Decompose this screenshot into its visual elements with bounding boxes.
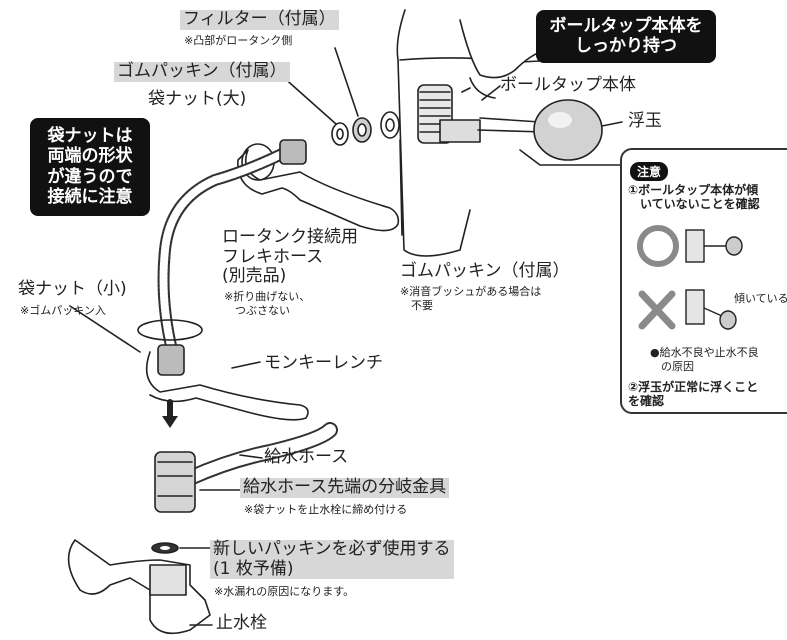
flex-hose-note: ※折り曲げない、 つぶさない: [224, 290, 311, 317]
gasket-mid-note: ※消音ブッシュがある場合は 不要: [400, 285, 542, 312]
new-packing-label: 新しいパッキンを必ず使用する (1 枚予備): [210, 539, 454, 580]
upper-wrench: [237, 149, 400, 232]
ball-tap-body-label: ボールタップ本体: [500, 75, 636, 95]
caution-panel: 注意 ①ボールタップ本体が傾 いていないことを確認 傾いている ●給水不良や止水…: [620, 148, 787, 414]
packing-note: ※水漏れの原因になります。: [214, 585, 355, 598]
branch-fitting-note: ※袋ナットを止水栓に締め付ける: [244, 503, 408, 516]
gasket-ring-2: [380, 111, 400, 139]
caution-bullet: ●給水不良や止水不良 の原因: [650, 346, 759, 373]
caution-badge: 注意: [630, 162, 669, 181]
bag-nut-caution-callout: 袋ナットは 両端の形状 が違うので 接続に注意: [30, 118, 150, 216]
bag-nut-small-label: 袋ナット（小): [18, 279, 127, 299]
stop-valve-label: 止水栓: [216, 613, 267, 633]
gasket-mid-label: ゴムパッキン（付属）: [400, 261, 570, 281]
flex-hose-label: ロータンク接続用 フレキホース (別売品): [222, 227, 358, 287]
bag-nut-large: [279, 139, 307, 165]
gasket-top-label: ゴムパッキン（付属）: [114, 61, 290, 82]
branch-fitting: [154, 451, 196, 513]
toilet-tank-wall: [396, 9, 471, 257]
bag-nut-large-label: 袋ナット(大): [148, 89, 247, 109]
monkey-wrench-label: モンキーレンチ: [264, 353, 383, 373]
branch-fitting-label: 給水ホース先端の分岐金具: [240, 477, 450, 498]
stop-valve: [67, 539, 211, 635]
supply-hose-label: 給水ホース: [264, 447, 349, 467]
ng-cross-icon: [638, 290, 676, 330]
caution-item-2: ②浮玉が正常に浮くこと を確認: [628, 380, 759, 409]
filter-note: ※凸部がロータンク側: [184, 34, 293, 47]
bag-nut-small-note: ※ゴムパッキン入: [20, 304, 106, 317]
bag-nut-small: [157, 344, 185, 376]
caution-illustrations: [637, 225, 743, 330]
hand: [459, 19, 546, 99]
float-ball: [533, 99, 603, 161]
filter-label: フィルター（付属）: [180, 9, 339, 30]
gasket-ring-1: [331, 122, 349, 146]
ok-circle-icon: [637, 225, 679, 267]
lower-wrench: [145, 351, 309, 421]
caution-item-1: ①ボールタップ本体が傾 いていないことを確認: [628, 183, 760, 212]
hold-ball-tap-callout: ボールタップ本体を しっかり持つ: [536, 10, 716, 63]
tilted-label: 傾いている: [734, 292, 787, 305]
float-label: 浮玉: [628, 111, 662, 131]
